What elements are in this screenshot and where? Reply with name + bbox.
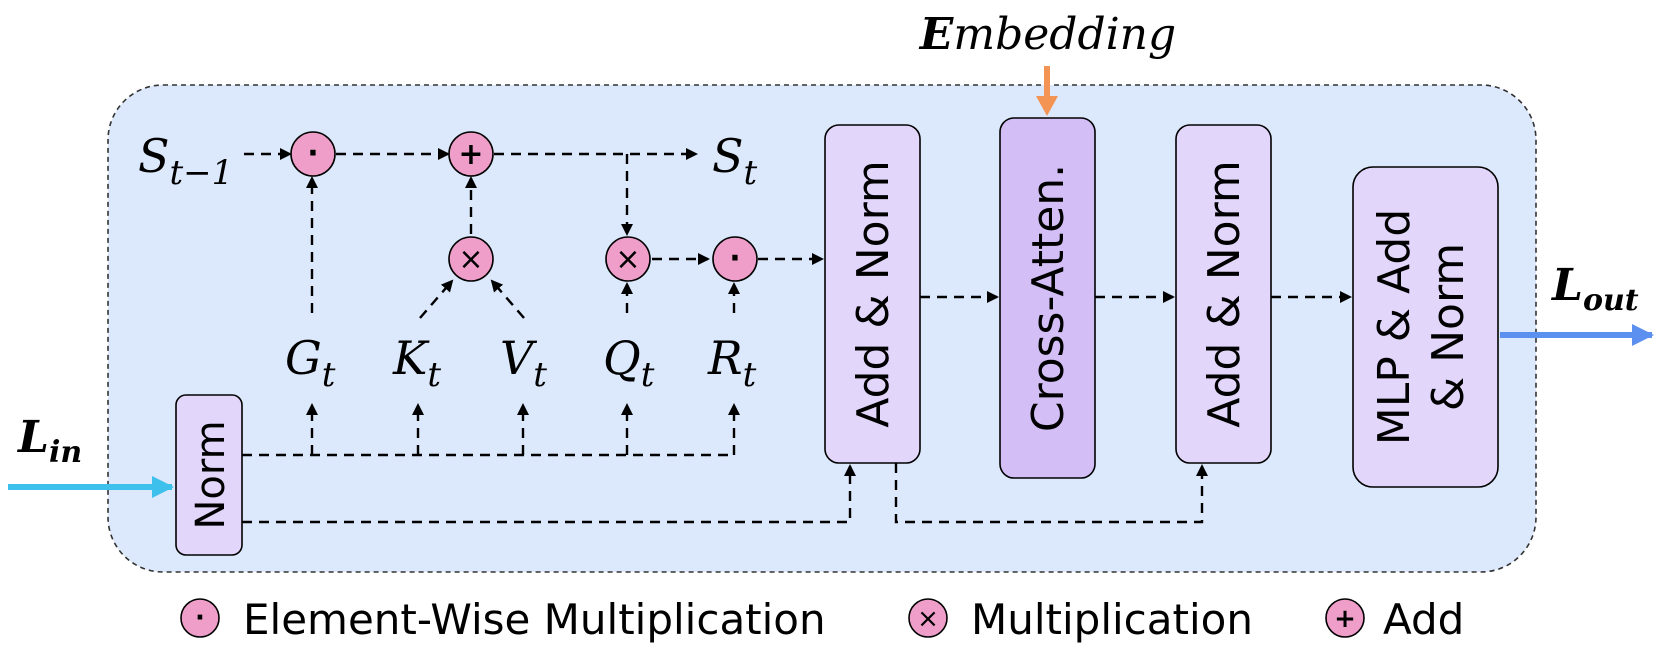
- svg-text:+: +: [458, 137, 483, 172]
- embedding-label: Embedding: [918, 9, 1176, 60]
- norm-block: [175, 394, 243, 556]
- flow-v-to-mult1: [490, 279, 525, 319]
- gate-g-label: Gt: [285, 331, 336, 395]
- add-norm-label-1: Add & Norm: [848, 160, 899, 427]
- l-in-label: Lin: [16, 412, 82, 470]
- svg-text:·: ·: [195, 603, 205, 633]
- legend-item-multiply: × Multiplication: [908, 595, 1253, 644]
- cross-atten-label: Cross-Atten.: [1023, 164, 1074, 432]
- add-norm-block-2: [1175, 124, 1272, 464]
- l-out-label: Lout: [1550, 260, 1639, 318]
- flow-residual-2: [894, 463, 1208, 524]
- add-norm-label-2: Add & Norm: [1199, 160, 1250, 427]
- svg-text:×: ×: [615, 242, 640, 277]
- state-next-label: St: [712, 129, 758, 193]
- legend-label-add: Add: [1383, 595, 1464, 644]
- gate-k-label: Kt: [392, 331, 441, 395]
- svg-text:×: ×: [458, 242, 483, 277]
- legend-label-multiply: Multiplication: [971, 595, 1253, 644]
- norm-label: Norm: [188, 420, 234, 529]
- embedding-arrow-head: [1036, 96, 1058, 116]
- svg-text:×: ×: [917, 604, 939, 634]
- flow-k-to-mult1: [419, 279, 454, 319]
- svg-text:·: ·: [729, 241, 740, 276]
- add-op: +: [448, 131, 494, 177]
- legend: · Element-Wise Multiplication × Multipli…: [180, 595, 1464, 644]
- elementwise-op-1: ·: [290, 131, 336, 177]
- mlp-add-norm-label-line2: & Norm: [1423, 243, 1474, 411]
- gate-r-label: Rt: [707, 331, 757, 395]
- legend-label-elementwise: Element-Wise Multiplication: [243, 595, 826, 644]
- multiply-op-1: ×: [448, 236, 494, 282]
- svg-text:·: ·: [307, 136, 318, 171]
- multiply-op-2: ×: [605, 236, 651, 282]
- state-prev-label: St−1: [138, 129, 233, 193]
- svg-text:+: +: [1334, 604, 1356, 634]
- gate-v-label: Vt: [500, 331, 547, 395]
- legend-item-add: + Add: [1325, 595, 1464, 644]
- add-norm-block-1: [824, 124, 921, 464]
- mlp-add-norm-block: [1352, 166, 1499, 488]
- mlp-add-norm-label-line1: MLP & Add: [1369, 209, 1420, 445]
- elementwise-op-2: ·: [712, 236, 758, 282]
- gate-q-label: Qt: [603, 331, 655, 395]
- legend-item-elementwise: · Element-Wise Multiplication: [180, 595, 826, 644]
